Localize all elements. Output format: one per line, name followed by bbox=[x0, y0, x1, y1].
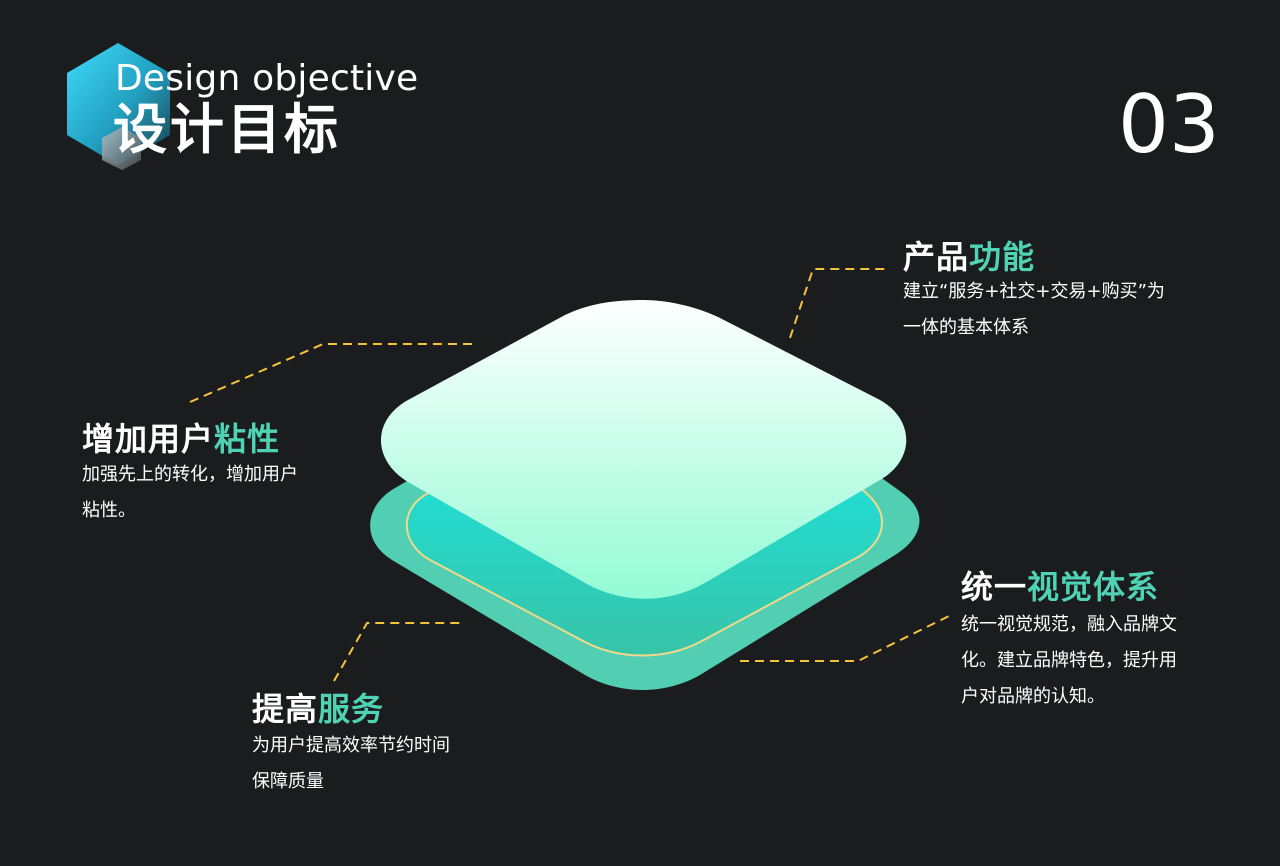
desc-line: 一体的基本体系 bbox=[903, 317, 1029, 338]
block-title: 产品功能 bbox=[903, 238, 1165, 276]
desc-line: 统一视觉规范，融入品牌文 bbox=[961, 614, 1177, 635]
desc-line: 加强先上的转化，增加用户 bbox=[82, 464, 298, 485]
block-title: 统一视觉体系 bbox=[961, 568, 1177, 606]
desc-line: 为用户提高效率节约时间 bbox=[252, 735, 450, 756]
title-plain: 产品 bbox=[903, 238, 970, 276]
hexagon-logo-icon bbox=[67, 43, 170, 170]
title-accent: 功能 bbox=[969, 238, 1036, 276]
title-english: Design objective bbox=[115, 58, 419, 99]
connector-lines bbox=[189, 268, 952, 682]
title-accent: 视觉体系 bbox=[1027, 568, 1160, 606]
title-plain: 提高 bbox=[252, 690, 319, 728]
desc-line: 建立“服务+社交+交易+购买”为 bbox=[903, 281, 1165, 302]
block-visual-system: 统一视觉体系 统一视觉规范，融入品牌文 化。建立品牌特色，提升用 户对品牌的认知… bbox=[961, 568, 1177, 715]
title-plain: 增加用户 bbox=[82, 420, 215, 458]
desc-line: 户对品牌的认知。 bbox=[961, 686, 1105, 707]
block-improve-service: 提高服务 为用户提高效率节约时间 保障质量 bbox=[252, 690, 450, 800]
block-product-function: 产品功能 建立“服务+社交+交易+购买”为 一体的基本体系 bbox=[903, 238, 1165, 346]
title-chinese: 设计目标 bbox=[113, 98, 341, 161]
block-desc: 建立“服务+社交+交易+购买”为 一体的基本体系 bbox=[903, 274, 1165, 346]
title-plain: 统一 bbox=[961, 568, 1028, 606]
desc-line: 化。建立品牌特色，提升用 bbox=[961, 650, 1177, 671]
block-desc: 加强先上的转化，增加用户 粘性。 bbox=[82, 457, 298, 529]
desc-line: 保障质量 bbox=[252, 771, 324, 792]
connector-stickiness bbox=[189, 343, 472, 403]
block-title: 增加用户粘性 bbox=[82, 420, 298, 458]
top-plate bbox=[381, 300, 907, 599]
connector-product bbox=[789, 268, 890, 339]
page-number: 03 bbox=[1118, 78, 1220, 171]
title-accent: 服务 bbox=[318, 690, 385, 728]
block-desc: 统一视觉规范，融入品牌文 化。建立品牌特色，提升用 户对品牌的认知。 bbox=[961, 607, 1177, 715]
block-title: 提高服务 bbox=[252, 690, 450, 728]
connector-service bbox=[333, 622, 460, 682]
connector-visual bbox=[740, 614, 952, 662]
block-desc: 为用户提高效率节约时间 保障质量 bbox=[252, 728, 450, 800]
block-user-stickiness: 增加用户粘性 加强先上的转化，增加用户 粘性。 bbox=[82, 420, 298, 529]
title-accent: 粘性 bbox=[214, 420, 281, 458]
desc-line: 粘性。 bbox=[82, 500, 136, 521]
